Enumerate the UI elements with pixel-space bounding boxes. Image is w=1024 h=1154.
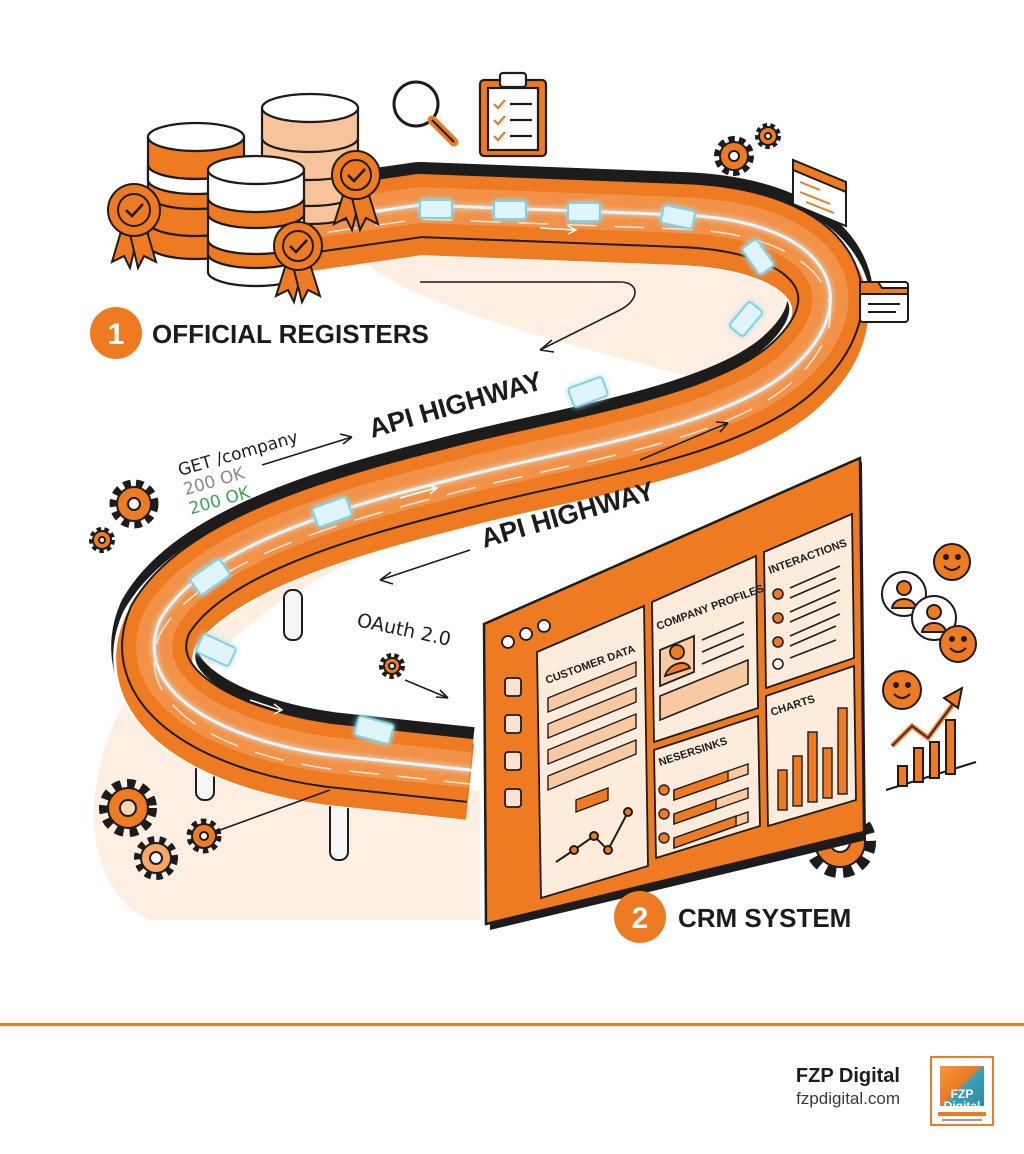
- ribbon-badge-icon: [107, 183, 161, 271]
- smiley-icon: [939, 625, 977, 663]
- crm-window: CUSTOMER DATA COMPANY PROFILES INTERACTI…: [482, 456, 866, 930]
- flow-arrows: [249, 225, 578, 715]
- growth-chart-icon: [885, 686, 977, 791]
- smiley-icon: [882, 670, 922, 710]
- gear-icon: [99, 779, 157, 837]
- highway-light-stream: [152, 203, 832, 772]
- gear-icon: [714, 136, 754, 176]
- api-highway-road: [111, 162, 874, 821]
- brand-logo: FZP Digital: [930, 1056, 994, 1126]
- gear-icon: [186, 818, 222, 854]
- code-window-icon: [792, 158, 847, 228]
- data-packet: [567, 202, 601, 222]
- customer-data-fields: [547, 660, 637, 814]
- api-highway-diagram: 1 OFFICIAL REGISTERS API HIGHWAY API HIG…: [89, 71, 977, 943]
- profile-lines: [659, 621, 749, 722]
- sidebar-item[interactable]: [504, 751, 522, 771]
- logo-bar: [938, 1112, 986, 1116]
- crm-sidebar: [504, 677, 522, 808]
- logo-text: FZP Digital: [943, 1087, 981, 1113]
- gear-icon: [755, 123, 781, 149]
- data-packet: [353, 715, 395, 745]
- data-packet: [660, 204, 696, 230]
- gear-icon: [89, 527, 115, 553]
- oauth-gear-icon: [379, 653, 405, 679]
- user-group-icon: [881, 571, 957, 641]
- sidebar-item[interactable]: [504, 677, 522, 697]
- form-field: [547, 660, 637, 714]
- data-packet: [311, 496, 353, 528]
- oauth-label: OAuth 2.0: [355, 609, 453, 650]
- form-field: [547, 686, 637, 740]
- data-packet: [567, 376, 609, 408]
- registers-number: 1: [108, 318, 125, 351]
- data-packet: [189, 558, 231, 596]
- gear-icon: [109, 479, 159, 529]
- brand-url[interactable]: fzpdigital.com: [796, 1089, 900, 1108]
- registers-title: OFFICIAL REGISTERS: [152, 319, 429, 349]
- registers-badge: 1: [90, 307, 142, 359]
- window-dot-icon: [501, 635, 515, 649]
- line-chart-mini: [555, 807, 633, 863]
- logo-mark-icon: [940, 1066, 984, 1106]
- panel-interactions: [763, 512, 855, 690]
- footer-brand: FZP Digital fzpdigital.com: [796, 1064, 900, 1110]
- brand-name: FZP Digital: [795, 1065, 900, 1087]
- window-dot-icon: [519, 627, 533, 641]
- avatar: [659, 634, 695, 688]
- form-field: [575, 786, 609, 814]
- bar-chart-mini: [777, 707, 848, 811]
- data-packet: [493, 200, 527, 220]
- gear-icon: [134, 836, 178, 880]
- interactions-list: [772, 565, 841, 670]
- form-field: [547, 712, 637, 766]
- data-packet: [741, 238, 775, 276]
- logo-bar-small: [942, 1119, 982, 1121]
- window-controls: [501, 619, 551, 649]
- crm-number: 2: [632, 902, 649, 935]
- sidebar-item[interactable]: [504, 714, 522, 734]
- sidebar-item[interactable]: [504, 788, 522, 808]
- folder-doc-icon: [859, 281, 909, 323]
- smiley-icon: [933, 543, 971, 581]
- ribbon-badge-icon: [273, 221, 323, 305]
- crm-badge: 2: [614, 891, 666, 943]
- window-dot-icon: [537, 619, 551, 633]
- clipboard-checklist-icon: [478, 71, 548, 158]
- footer-divider: [0, 1023, 1024, 1026]
- ribbon-badge-icon: [331, 150, 381, 233]
- annotation-arrows: [219, 281, 729, 831]
- progress-list: [658, 763, 749, 849]
- magnifier-icon: [392, 80, 459, 147]
- crm-title: CRM SYSTEM: [678, 903, 851, 933]
- data-packets: [189, 199, 775, 745]
- data-packet: [419, 199, 453, 219]
- data-packet: [729, 301, 763, 337]
- data-packet: [195, 633, 237, 667]
- form-field: [547, 738, 637, 792]
